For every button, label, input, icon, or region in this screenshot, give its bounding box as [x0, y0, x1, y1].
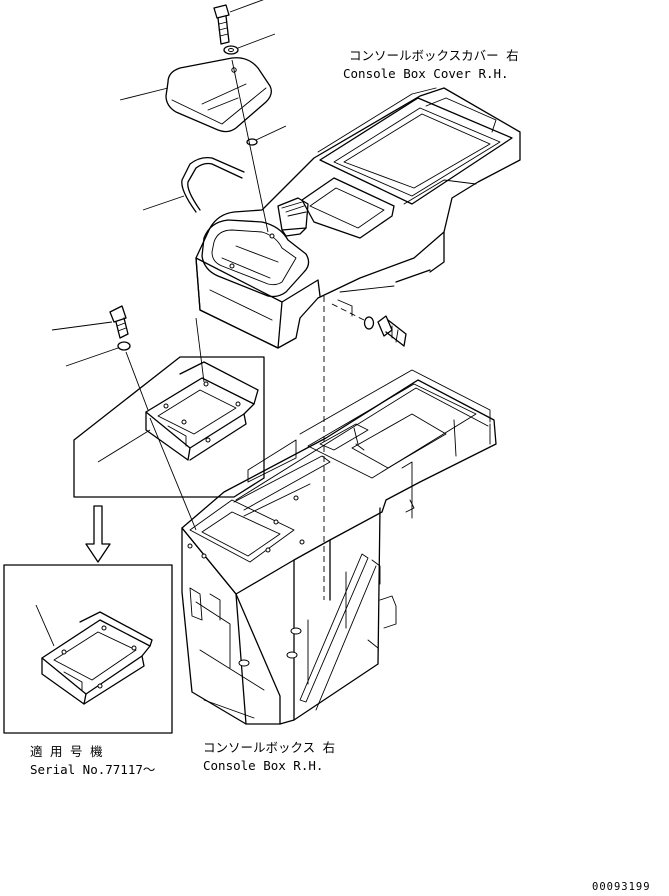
leader-left-bolt — [51, 321, 113, 331]
console-box-cover — [195, 87, 521, 349]
right-washer — [363, 316, 375, 330]
seal-strip — [181, 156, 245, 213]
cover-mount-tab — [337, 299, 353, 317]
top-washer — [223, 45, 239, 55]
cover-plate — [165, 57, 272, 133]
leader-top-washer — [237, 33, 276, 49]
right-bolt — [377, 315, 407, 347]
detail-callout-frame — [73, 356, 265, 498]
variant-detail-box — [3, 564, 173, 734]
down-arrow-icon — [85, 505, 111, 563]
console-box-frame — [181, 369, 497, 725]
route-line-3 — [195, 317, 205, 383]
leader-left-washer — [65, 347, 119, 367]
console-box-label-jp: コンソールボックス 右 — [203, 740, 335, 755]
route-line-2 — [149, 417, 197, 531]
variant-bracket-plate — [41, 611, 153, 705]
small-washer — [246, 138, 258, 146]
leader-top-bolt — [229, 0, 264, 13]
console-box-cover-label-en: Console Box Cover R.H. — [343, 66, 509, 81]
console-box-cover-label-jp: コンソールボックスカバー 右 — [349, 48, 519, 63]
drawing-number: 00093199 — [592, 881, 651, 893]
route-line-4 — [231, 59, 269, 233]
serial-label-en: Serial No.77117～ — [30, 762, 155, 777]
console-box-label-en: Console Box R.H. — [203, 758, 323, 773]
leader-cover-plate — [119, 87, 169, 101]
leader-variant-bracket — [35, 604, 55, 647]
leader-seal-strip — [142, 195, 185, 211]
bracket-plate — [145, 361, 259, 461]
leader-bracket-plate — [97, 429, 151, 463]
left-washer — [117, 341, 131, 351]
leader-small-washer — [255, 125, 287, 141]
route-line-1 — [125, 351, 149, 411]
top-bolt — [213, 4, 230, 45]
dash-line-bolt-right — [331, 303, 365, 321]
serial-label-jp: 適 用 号 機 — [30, 744, 103, 759]
left-bolt — [109, 305, 129, 339]
